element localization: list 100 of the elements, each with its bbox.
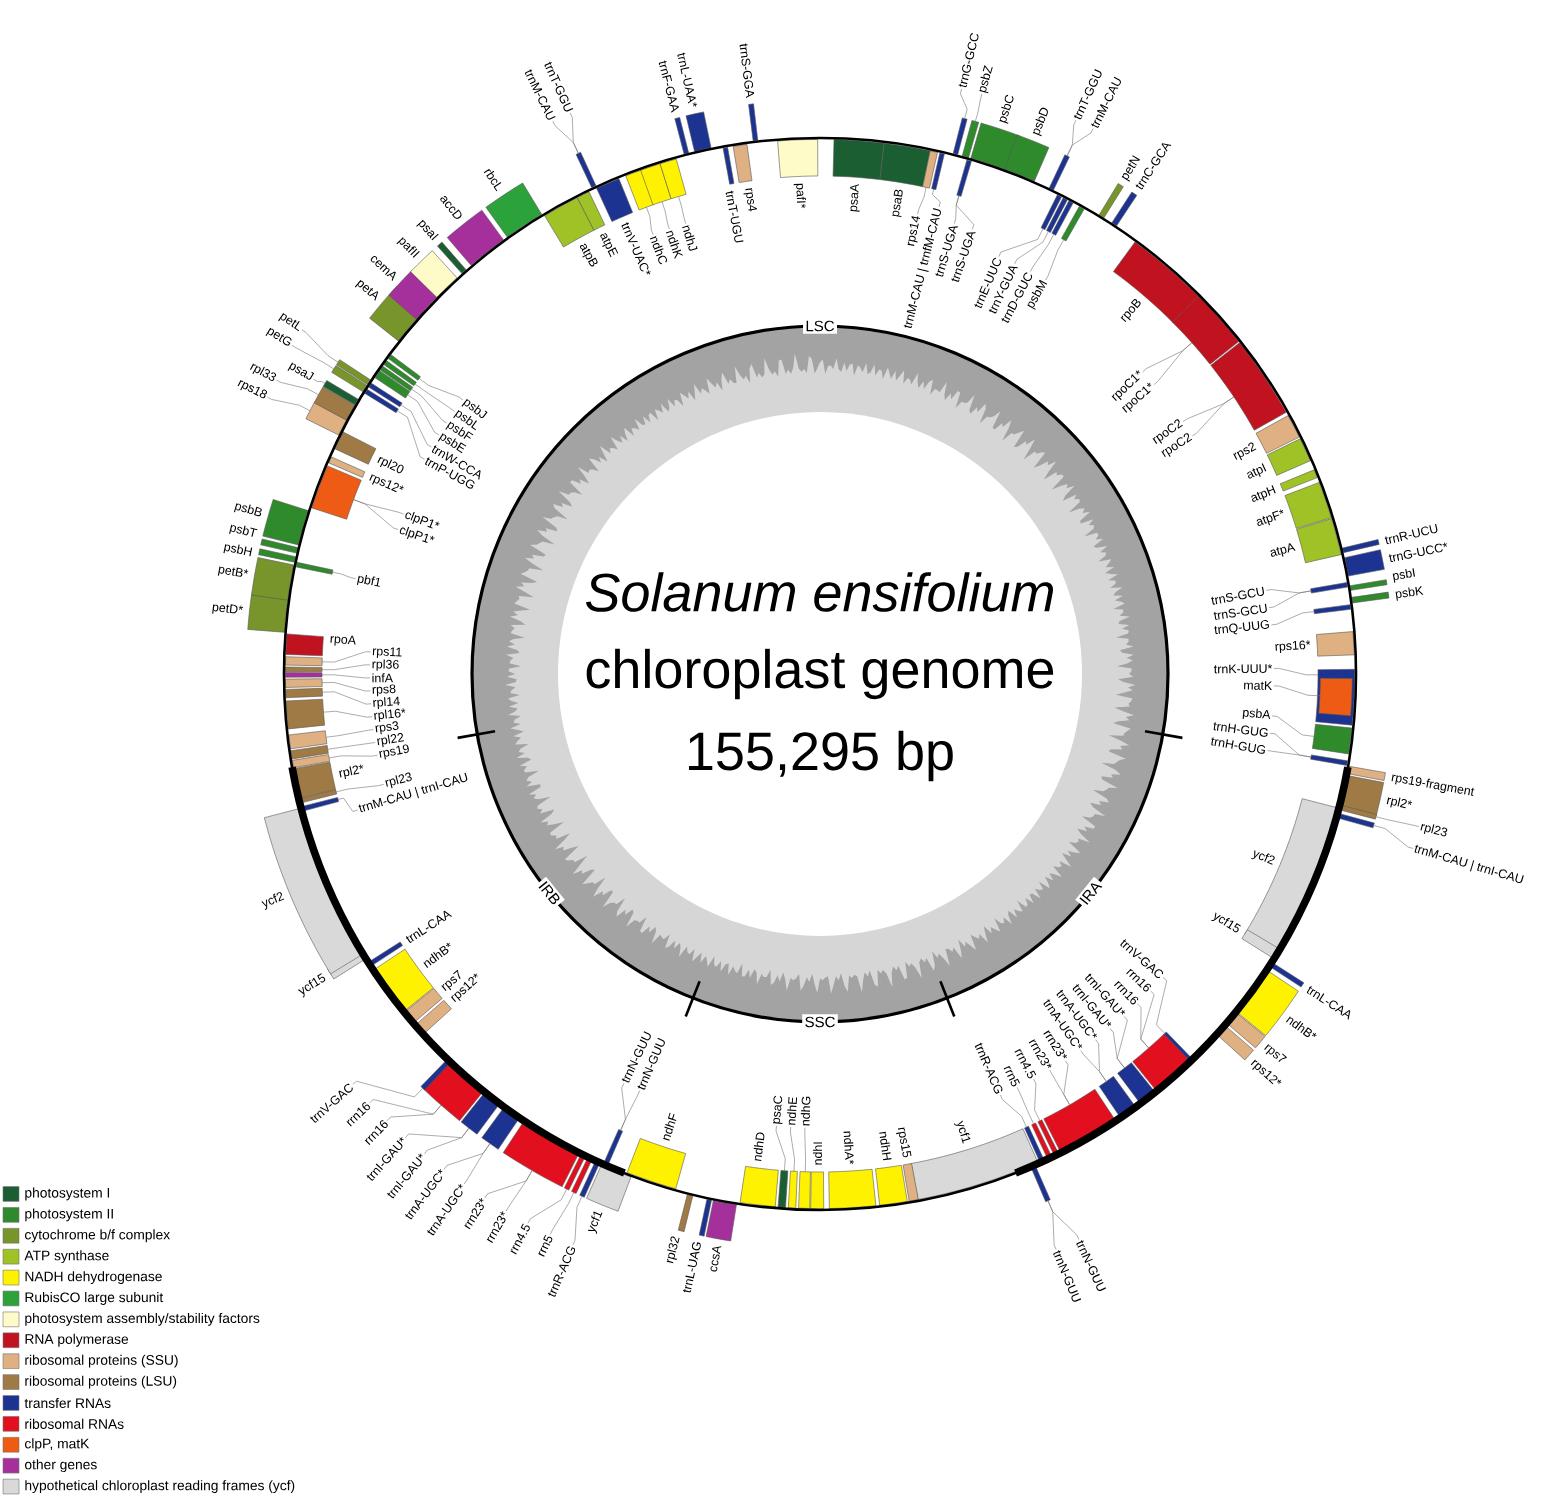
- leader-line: [1014, 231, 1049, 265]
- leader-line: [328, 754, 378, 759]
- gene-block: [961, 120, 979, 158]
- leader-line: [400, 404, 432, 448]
- leader-line: [443, 1143, 491, 1170]
- gene-block: [423, 1062, 483, 1121]
- gene-block: [364, 389, 399, 413]
- leader-line: [353, 499, 404, 515]
- gene-block: [956, 159, 972, 197]
- gene-block: [288, 730, 328, 750]
- leader-line: [1153, 342, 1193, 385]
- leader-line: [1109, 1028, 1125, 1069]
- gene-block: [301, 797, 339, 812]
- gene-block: [313, 386, 355, 421]
- leader-line: [396, 410, 425, 460]
- gene-block: [285, 688, 323, 699]
- leader-line: [301, 329, 339, 363]
- gene-block: [285, 656, 323, 666]
- leader-line: [1016, 1087, 1034, 1125]
- leader-line: [917, 187, 927, 215]
- gene-block: [336, 359, 371, 385]
- leader-line: [975, 93, 983, 122]
- leader-line: [955, 195, 975, 230]
- leader-line: [414, 383, 455, 412]
- gene-block: [374, 370, 411, 399]
- gene-block: [388, 354, 421, 381]
- gene-block: [331, 365, 368, 392]
- gene-block: [1337, 813, 1375, 829]
- leader-line: [790, 1126, 795, 1172]
- leader-line: [325, 729, 374, 738]
- leader-line: [1273, 668, 1319, 676]
- leader-line: [572, 1196, 583, 1246]
- gene-block: [368, 382, 403, 408]
- leader-line: [569, 112, 579, 154]
- gene-block: [1046, 197, 1068, 233]
- gene-block: [603, 1129, 623, 1166]
- gene-block: [922, 150, 938, 189]
- leader-line: [321, 664, 371, 671]
- leader-line: [405, 1127, 470, 1138]
- gene-block: [1061, 206, 1085, 242]
- leader-line: [1000, 1094, 1027, 1128]
- leader-line: [313, 378, 326, 384]
- gene-block: [502, 1121, 579, 1188]
- leader-line: [549, 1192, 575, 1235]
- leader-line: [1033, 1078, 1041, 1122]
- leader-line: [369, 1099, 442, 1115]
- species-name: Solanum ensifolium: [585, 572, 1053, 612]
- gene-block: [798, 1171, 811, 1209]
- title-text: chloroplast genome: [586, 648, 1054, 700]
- leader-line: [646, 206, 654, 235]
- leader-line: [327, 742, 376, 750]
- leader-line: [1267, 750, 1312, 758]
- gene-block: [383, 360, 417, 387]
- gene-block: [1098, 1076, 1136, 1117]
- gene-block: [285, 672, 323, 678]
- gene-block: [579, 1161, 600, 1198]
- gene-block: [571, 1158, 592, 1194]
- gene-block: [1318, 678, 1353, 717]
- leader-line: [321, 651, 371, 663]
- gene-block: [1312, 724, 1353, 755]
- leader-line: [1030, 234, 1055, 272]
- leader-line: [998, 228, 1044, 257]
- gene-block: [295, 562, 334, 575]
- gene-block: [1313, 604, 1351, 614]
- gene-block: [564, 1154, 586, 1191]
- gene-block: [777, 1170, 789, 1208]
- leader-line: [407, 394, 440, 436]
- leader-line: [321, 674, 371, 679]
- leader-line: [1156, 977, 1168, 1034]
- gene-block: [1043, 1088, 1116, 1152]
- leader-line: [1373, 825, 1414, 849]
- leader-line: [1066, 128, 1094, 157]
- gene-block: [1048, 154, 1070, 191]
- leader-line: [1273, 685, 1321, 697]
- leader-line: [291, 345, 335, 370]
- gene-block: [322, 380, 359, 406]
- gene-block: [640, 163, 672, 206]
- leader-line: [678, 196, 687, 224]
- leader-line: [1045, 239, 1065, 281]
- leader-line: [418, 378, 464, 401]
- gene-block: [311, 465, 362, 520]
- gene-block: [931, 152, 945, 190]
- leader-line: [335, 784, 385, 793]
- leader-line: [323, 710, 373, 718]
- gene-block: [788, 1170, 798, 1209]
- leader-line: [332, 571, 356, 579]
- gene-block: [1117, 1062, 1155, 1103]
- leader-line: [661, 201, 670, 230]
- leader-line: [1080, 1050, 1107, 1082]
- gene-block: [1031, 1122, 1052, 1159]
- leader-line: [484, 1170, 533, 1199]
- leader-line: [775, 1125, 786, 1171]
- gene-block: [625, 169, 655, 211]
- leader-line: [804, 1127, 806, 1173]
- leader-line: [337, 797, 358, 812]
- gene-block: [659, 158, 687, 200]
- leader-line: [1049, 1069, 1071, 1106]
- gene-block: [1310, 582, 1348, 594]
- leader-line: [960, 88, 968, 119]
- gene-block: [292, 754, 331, 769]
